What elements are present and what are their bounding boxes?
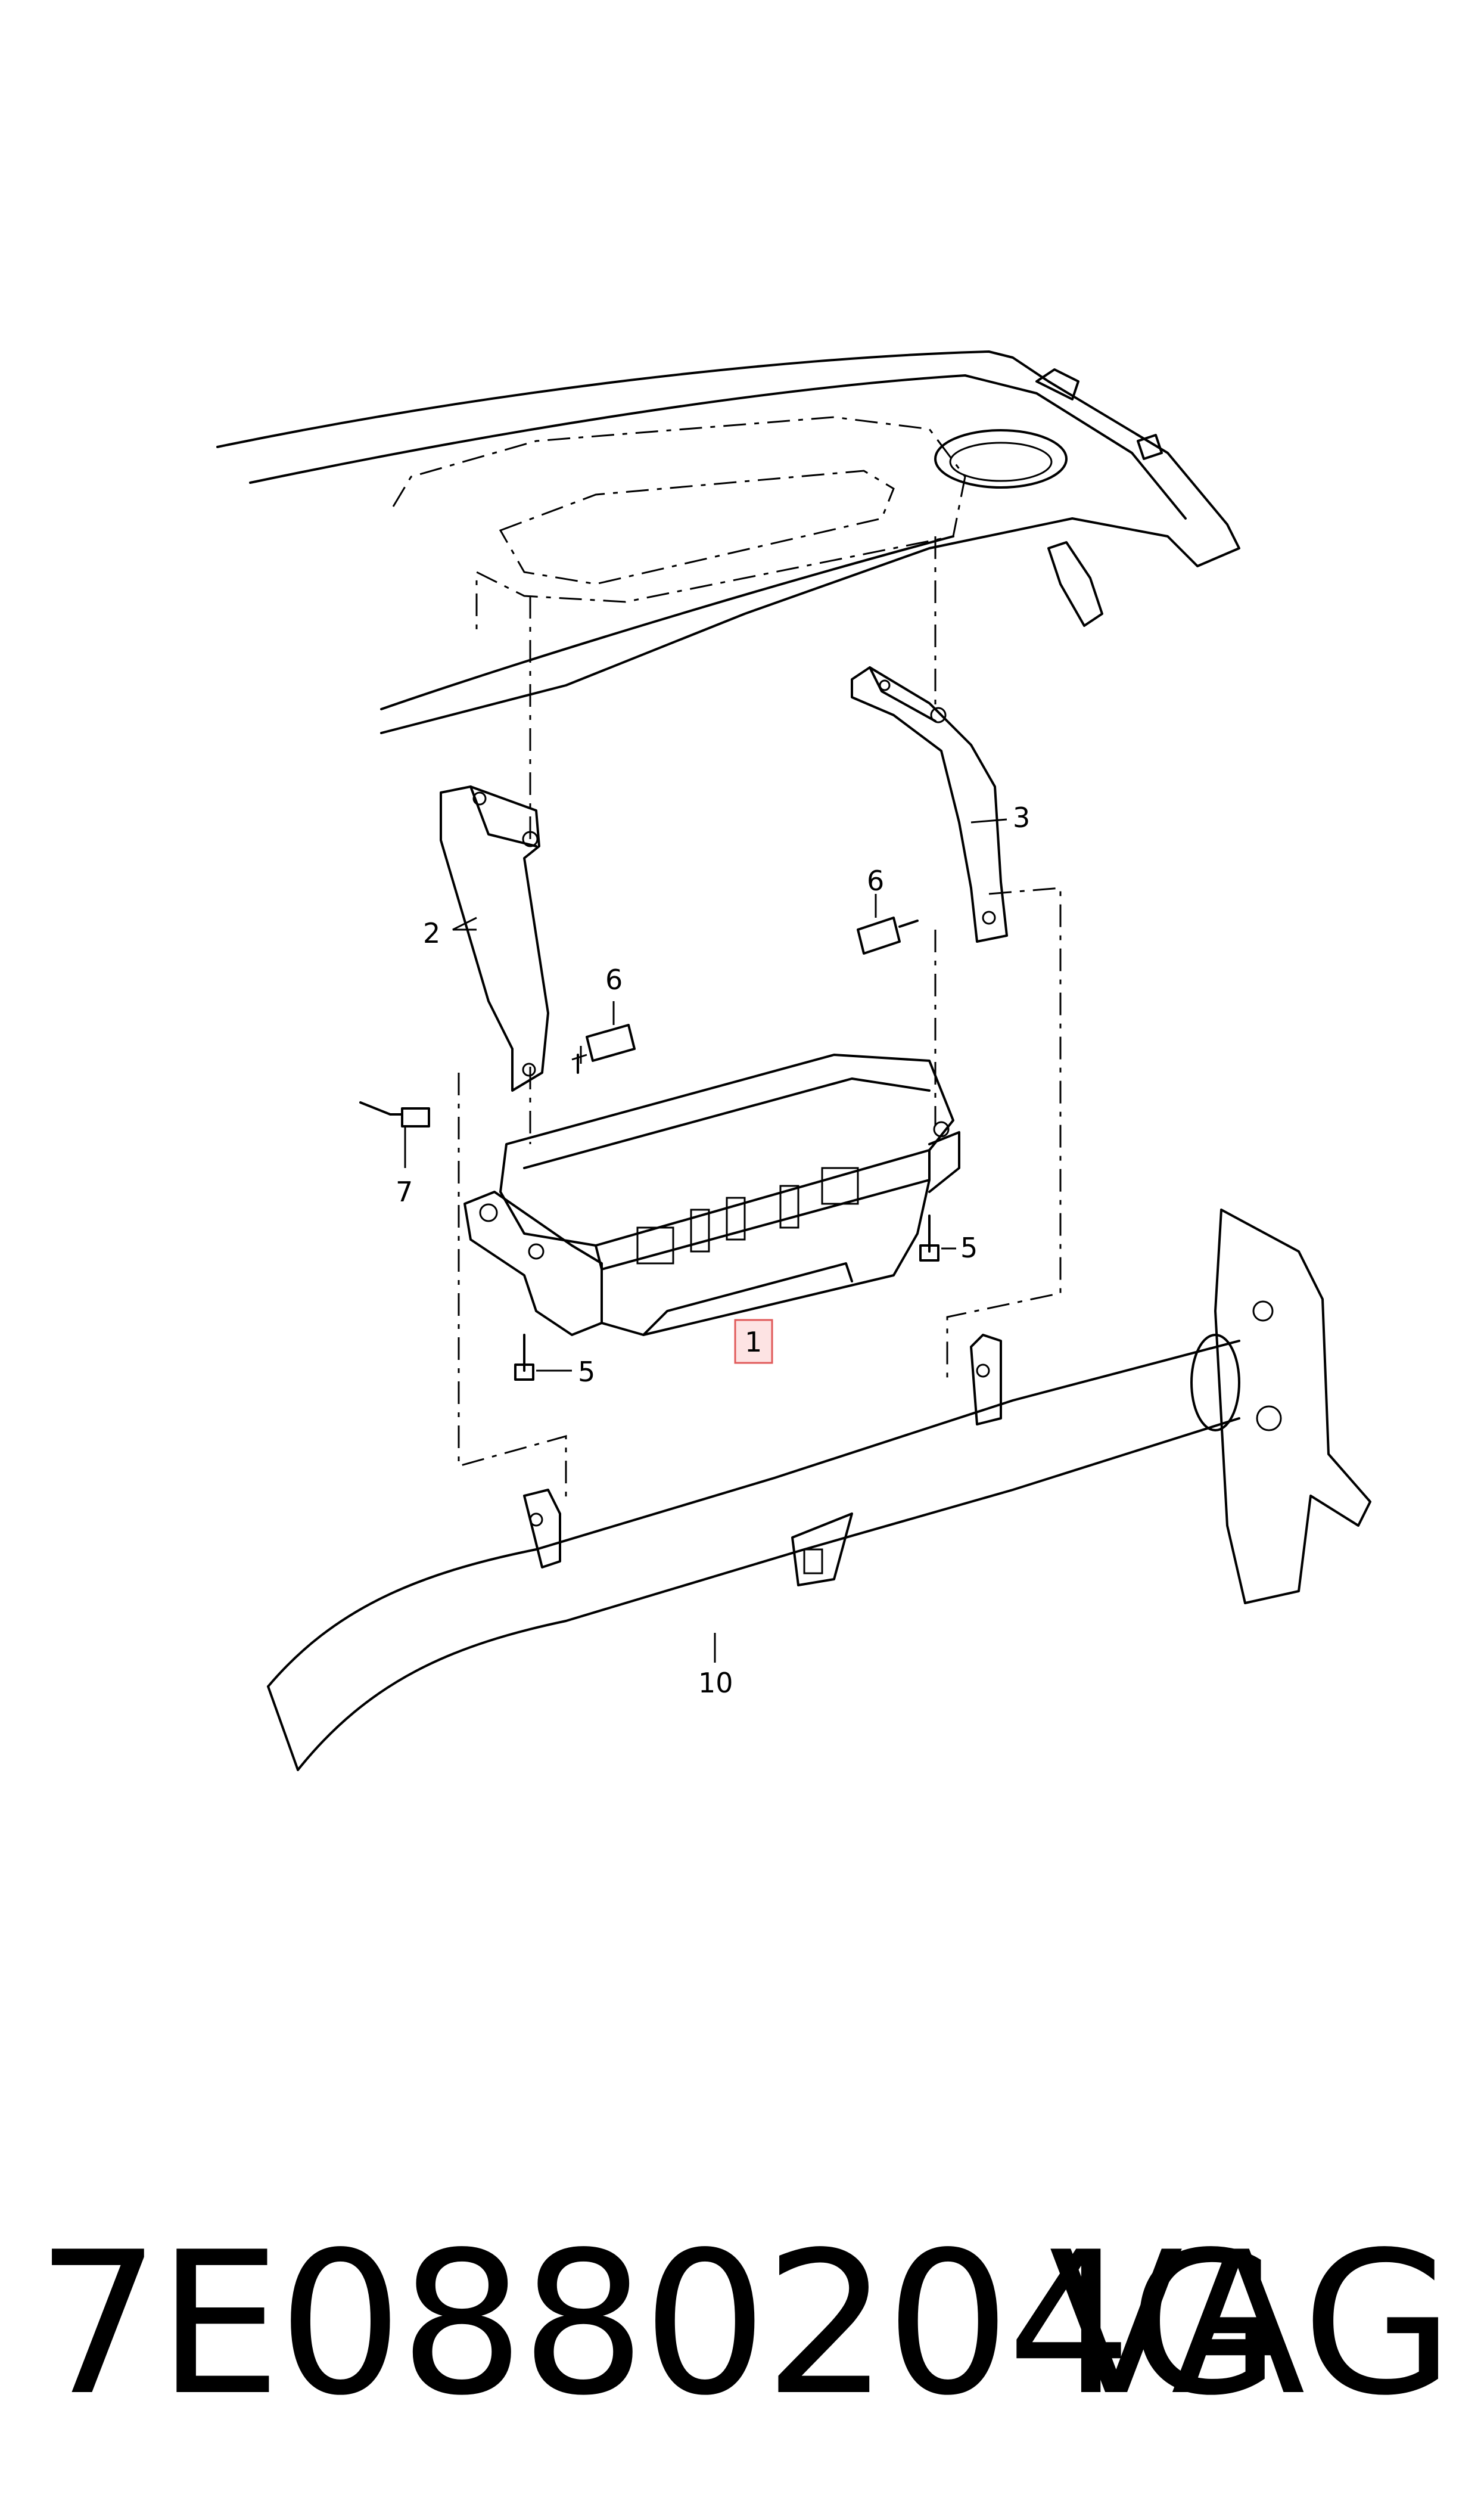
airbag-module [463,1054,960,1336]
cross-member [267,1209,1371,1771]
dashboard-panel [216,350,1240,734]
bolt-6a [571,1024,636,1074]
callout-6b: 6 [867,865,884,897]
bracket-left [440,785,549,1092]
screw-5a [514,1334,534,1381]
guide-lines [458,536,1062,1502]
connector-7 [359,1101,430,1128]
bracket-right [851,666,1008,943]
part-number: 7E0880204G [36,2210,1281,2439]
callout-1: 1 [745,1326,762,1358]
callout-10: 10 [698,1667,733,1699]
callout-6a: 6 [605,964,623,996]
airbag-exploded-diagram: 1 2 3 5 5 6 6 7 10 [216,350,1371,1771]
brand-label: VAG [1049,2210,1454,2439]
callout-7: 7 [396,1176,413,1208]
bolt-6b [857,917,919,955]
screw-5b [919,1215,939,1262]
callout-1-highlight [734,1319,773,1364]
callout-2: 2 [423,917,440,949]
callout-3: 3 [1013,802,1030,834]
callout-5a: 5 [960,1232,978,1264]
callout-5b: 5 [578,1356,595,1388]
footer: 7E0880204G VAG [0,2205,1484,2443]
